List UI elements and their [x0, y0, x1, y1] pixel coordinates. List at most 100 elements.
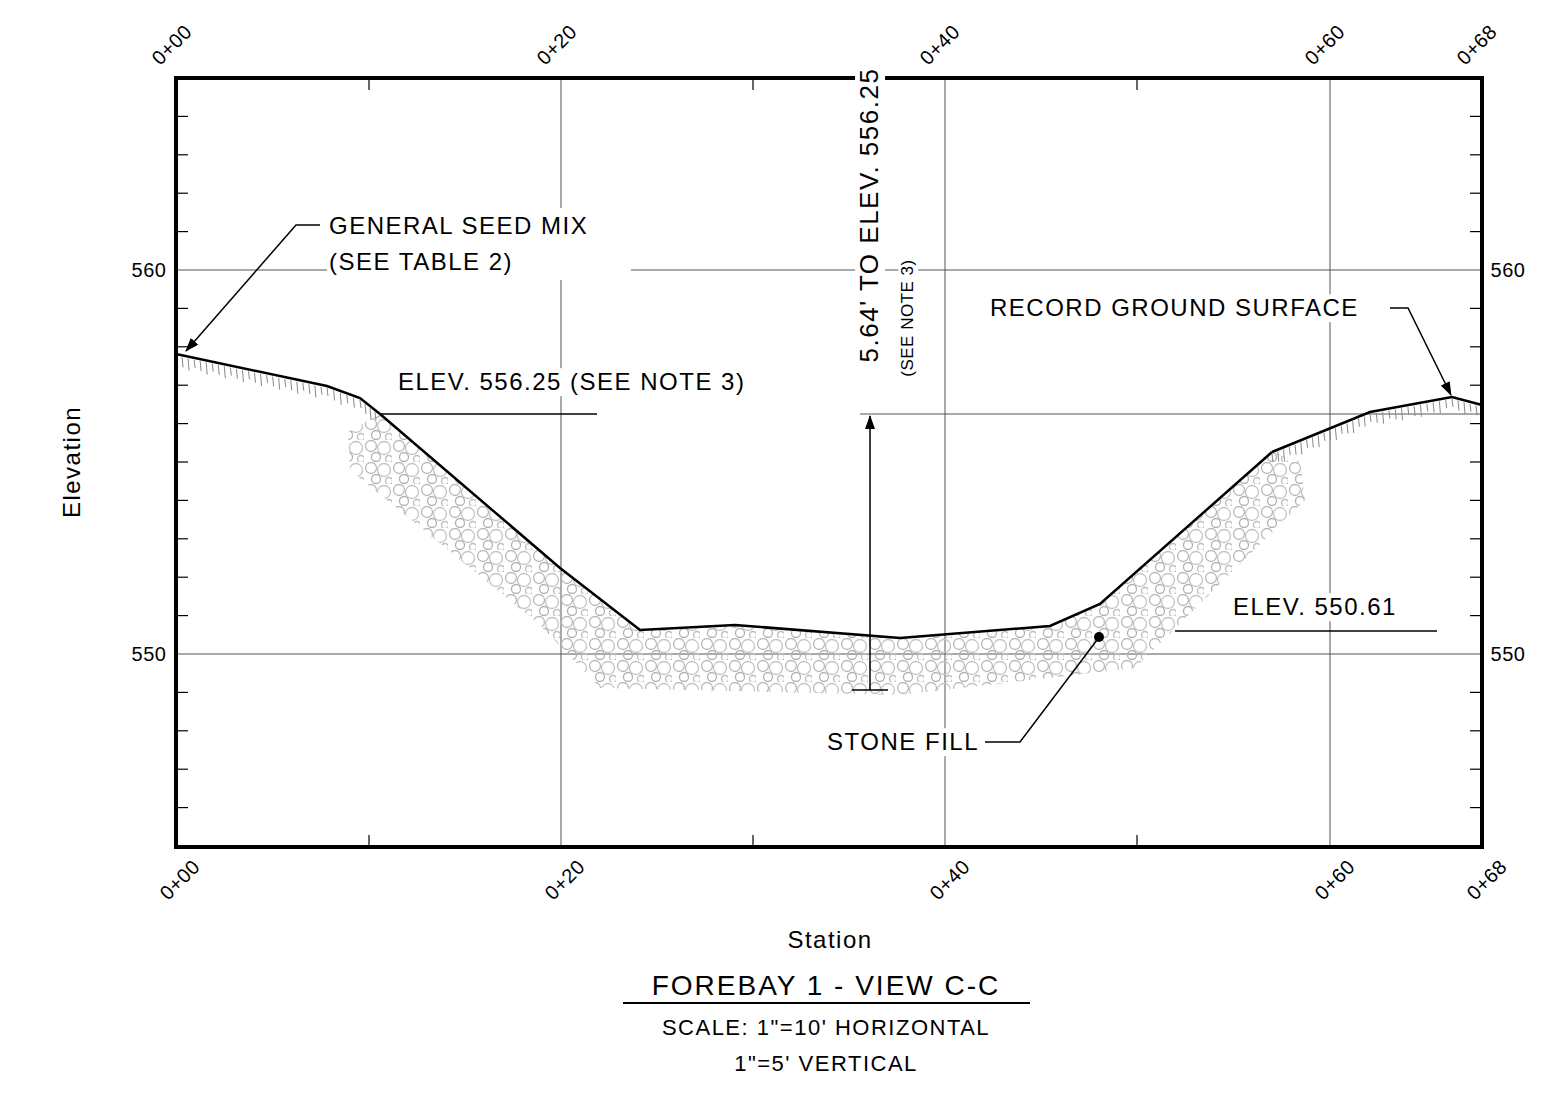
stroke: [353, 398, 354, 408]
stroke: [285, 379, 286, 387]
stroke: [1470, 404, 1471, 412]
stroke: [182, 357, 183, 367]
stroke: [1278, 452, 1279, 462]
elevation-label: 550: [1489, 643, 1528, 666]
stroke: [1376, 413, 1377, 423]
stroke: [1414, 406, 1415, 416]
record-ground-line: [176, 354, 380, 414]
stroke: [176, 615, 188, 616]
stroke: [1312, 438, 1313, 448]
stroke: [1324, 433, 1325, 441]
stroke: [1335, 428, 1336, 440]
elevation-note: ELEV. 550.61: [1231, 593, 1399, 621]
record-ground-line: [1272, 397, 1482, 452]
stroke: [1272, 454, 1273, 462]
stroke: [261, 374, 262, 386]
stroke: [188, 359, 189, 371]
stroke: [1307, 440, 1308, 448]
stroke: [1136, 78, 1137, 90]
stroke: [752, 835, 753, 847]
stroke: [1301, 442, 1302, 454]
leader-lines: [186, 225, 1451, 742]
axis-title: Elevation: [58, 404, 86, 520]
stroke: [1427, 404, 1428, 412]
stroke: [303, 383, 304, 391]
stroke: [194, 360, 195, 368]
stroke: [230, 368, 231, 376]
stroke: [176, 385, 188, 386]
stroke: [206, 362, 207, 374]
stroke: [1470, 385, 1482, 386]
stroke: [327, 388, 328, 396]
stroke: [370, 408, 371, 420]
stroke: [176, 231, 188, 232]
station-label: 0+20: [531, 19, 583, 71]
stroke: [1470, 807, 1482, 808]
scale-note: 1"=5' VERTICAL: [732, 1051, 920, 1076]
stroke: [236, 369, 237, 379]
elevation-label: 560: [1489, 259, 1528, 282]
stroke: [1458, 401, 1459, 411]
plot-frame: [176, 78, 1482, 847]
stroke: [315, 385, 316, 397]
axis-title: Station: [785, 926, 874, 954]
stroke: [368, 78, 369, 90]
stroke: [200, 361, 201, 371]
stroke: [1370, 414, 1371, 422]
stroke: [1402, 408, 1403, 420]
scale-note: SCALE: 1"=10' HORIZONTAL: [660, 1015, 992, 1040]
stroke: [1470, 423, 1482, 424]
callout-note: STONE FILL: [825, 728, 981, 756]
station-label: 0+00: [146, 19, 198, 71]
stroke: [176, 692, 188, 693]
stroke: [242, 370, 243, 382]
elevation-label: 560: [130, 259, 169, 282]
stroke: [176, 154, 188, 155]
stroke: [1341, 426, 1342, 434]
stroke: [1446, 400, 1447, 408]
stroke: [212, 364, 213, 372]
stroke: [1452, 399, 1453, 407]
stroke: [1464, 402, 1465, 414]
callout-note: GENERAL SEED MIX (SEE TABLE 2): [327, 208, 631, 280]
stroke: [176, 730, 188, 731]
stroke: [360, 400, 361, 408]
stroke: [1395, 409, 1396, 419]
stroke: [368, 835, 369, 847]
stroke: [224, 366, 225, 378]
stroke: [1470, 730, 1482, 731]
view-title: FOREBAY 1 - VIEW C-C: [650, 970, 1003, 1002]
elevation-note: ELEV. 556.25 (SEE NOTE 3): [396, 368, 747, 396]
stroke: [752, 78, 753, 90]
stroke: [1353, 421, 1354, 433]
station-label: 0+68: [1451, 19, 1503, 71]
stone-fill: [348, 414, 1305, 695]
stroke: [176, 807, 188, 808]
elevation-label: 550: [130, 643, 169, 666]
stroke: [340, 393, 341, 405]
stroke: [176, 308, 188, 309]
stroke: [1420, 405, 1421, 417]
stroke: [1470, 346, 1482, 347]
title-underline: [623, 1002, 1030, 1004]
stroke: [176, 461, 188, 462]
station-label: 0+60: [1309, 854, 1361, 906]
stroke: [375, 412, 376, 420]
stroke: [1470, 692, 1482, 693]
station-label: 0+68: [1461, 854, 1513, 906]
stroke: [1470, 193, 1482, 194]
axis-ticks: [176, 78, 1482, 847]
stroke: [1470, 577, 1482, 578]
stroke: [1318, 435, 1319, 447]
stroke: [1470, 308, 1482, 309]
station-label: 0+20: [539, 854, 591, 906]
grid-lines: [176, 78, 1482, 847]
stroke: [279, 378, 280, 390]
callout-dot: [1094, 632, 1104, 642]
stroke: [1470, 116, 1482, 117]
stroke: [176, 346, 188, 347]
station-label: 0+40: [924, 854, 976, 906]
stroke: [176, 193, 188, 194]
dimension-text: 5.64' TO ELEV. 556.25: [855, 66, 885, 365]
stroke: [1470, 769, 1482, 770]
